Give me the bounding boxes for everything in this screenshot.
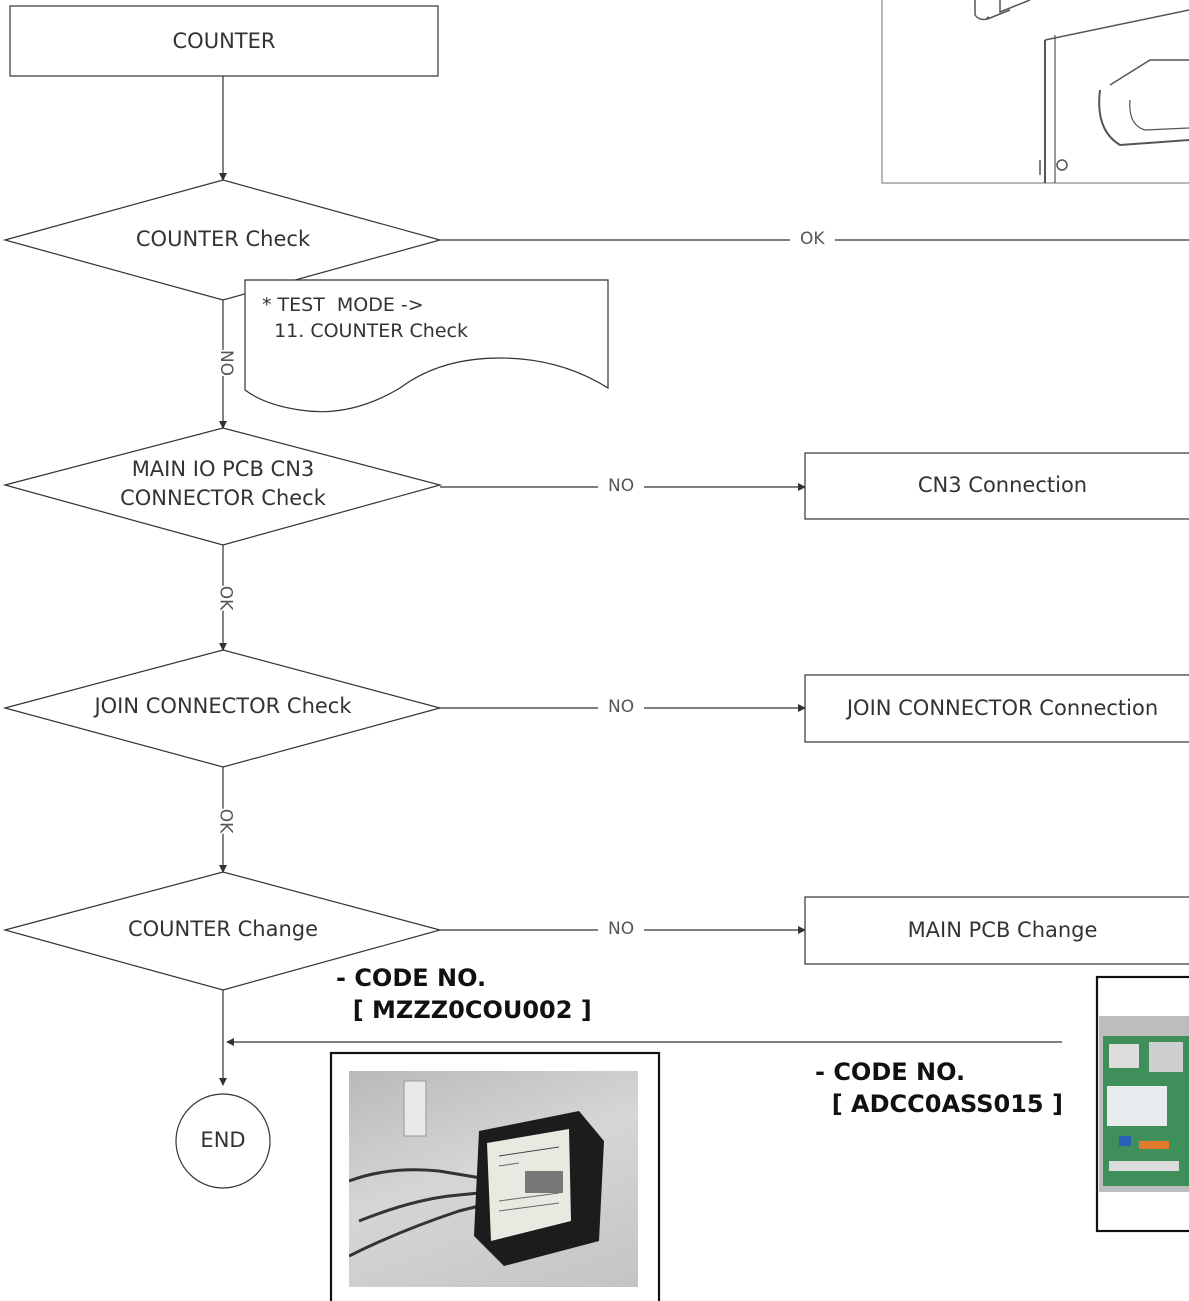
machine-drawing bbox=[881, 0, 1189, 184]
edge-label-counter-check-ok: OK bbox=[790, 229, 835, 249]
edge-label-counter-check-no: NO bbox=[210, 349, 243, 377]
pcb-code-number: [ ADCC0ASS015 ] bbox=[815, 1090, 1063, 1118]
counter-code-number: [ MZZZ0COU002 ] bbox=[336, 996, 592, 1024]
start-label: COUNTER bbox=[172, 29, 276, 53]
edge-label-cn3-no: NO bbox=[598, 476, 645, 496]
pcb-code-title: - CODE NO. bbox=[815, 1058, 966, 1086]
edge-label-cn3-ok: OK bbox=[209, 585, 242, 611]
cn3-connection-label: CN3 Connection bbox=[917, 473, 1088, 497]
end-circle bbox=[175, 1093, 271, 1189]
cn3-label-line1: MAIN IO PCB CN3 bbox=[131, 457, 315, 481]
test-mode-note-shape bbox=[244, 279, 609, 413]
action-join-box bbox=[804, 674, 1189, 743]
counter-check-label: COUNTER Check bbox=[135, 227, 311, 251]
note-line-2: 11. COUNTER Check bbox=[262, 320, 468, 342]
counter-code-title: - CODE NO. bbox=[336, 964, 487, 992]
start-box bbox=[9, 5, 439, 77]
decision-cn3-connector bbox=[2, 427, 443, 546]
edge-label-join-no: NO bbox=[598, 697, 645, 717]
join-connection-label: JOIN CONNECTOR Connection bbox=[846, 696, 1159, 720]
join-check-label: JOIN CONNECTOR Check bbox=[94, 694, 352, 718]
counter-photo bbox=[349, 1071, 638, 1287]
main-pcb-change-label: MAIN PCB Change bbox=[907, 918, 1098, 942]
action-main-pcb-box bbox=[804, 896, 1189, 965]
pcb-photo bbox=[1099, 1016, 1189, 1192]
edge-label-change-no: NO bbox=[598, 919, 645, 939]
cn3-label-line2: CONNECTOR Check bbox=[120, 486, 326, 510]
note-line-1: * TEST MODE -> bbox=[262, 294, 424, 316]
counter-change-label: COUNTER Change bbox=[127, 917, 319, 941]
edge-label-join-ok: OK bbox=[209, 808, 242, 834]
end-label: END bbox=[200, 1128, 246, 1152]
action-cn3-box bbox=[804, 452, 1189, 520]
